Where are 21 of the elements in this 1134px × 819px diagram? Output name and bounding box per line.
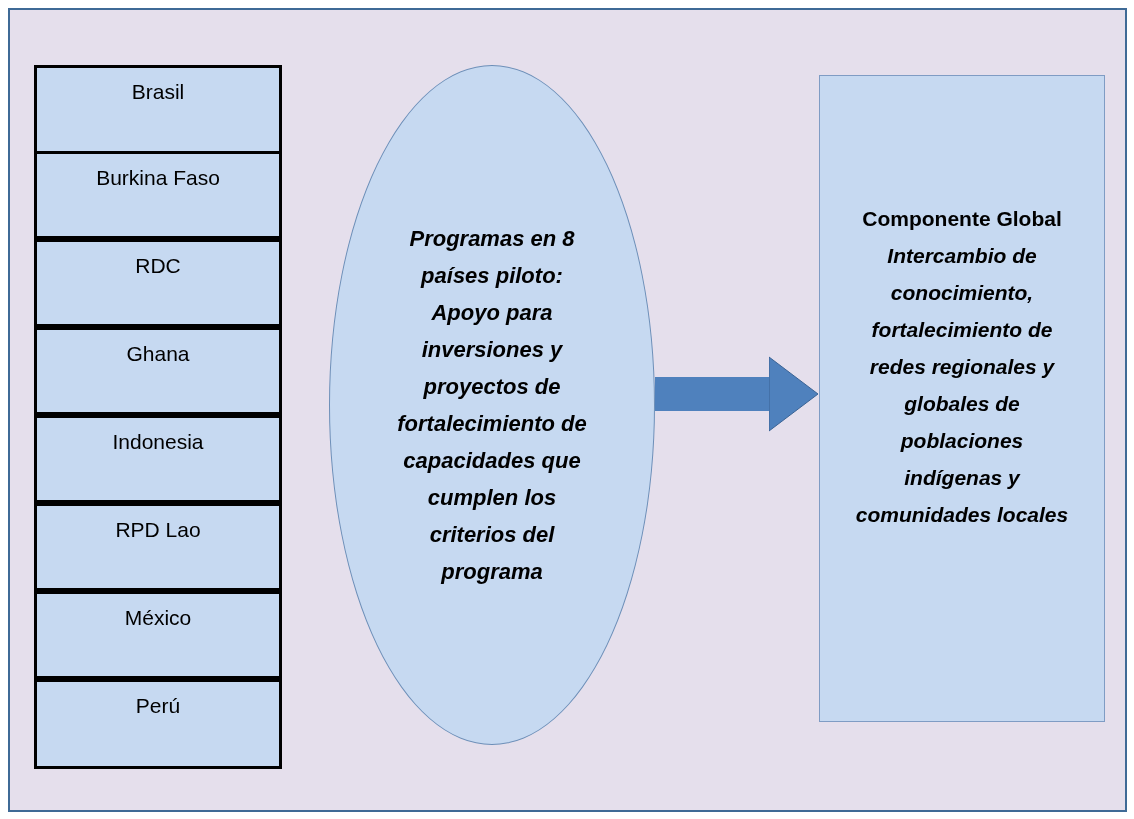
- country-name: Ghana: [126, 341, 190, 367]
- country-cell: [34, 415, 282, 503]
- ellipse-text: Programas en 8 países piloto: Apoyo para inversiones y proyectos de fortalecimiento de capacidades que cumplen los criterios del programa: [396, 225, 588, 586]
- block-arrow: [655, 356, 819, 432]
- country-cell: [34, 591, 282, 679]
- country-cell: [34, 239, 282, 327]
- country-cell: [34, 151, 282, 239]
- box-body: Intercambio de conocimiento, fortalecimiento de redes regionales y globales de poblaciones indígenas y comunidades locales: [854, 243, 1070, 528]
- country-name: Brasil: [131, 79, 185, 105]
- country-cell: [34, 65, 282, 154]
- component-box: [819, 75, 1105, 722]
- country-name: Burkina Faso: [96, 165, 220, 191]
- box-heading: Componente Global: [862, 206, 1062, 232]
- country-name: Indonesia: [112, 429, 204, 455]
- country-name: Perú: [135, 693, 181, 719]
- country-cell: [34, 679, 282, 769]
- country-cell: [34, 327, 282, 415]
- country-cell: [34, 503, 282, 591]
- country-name: RPD Lao: [115, 517, 201, 543]
- country-name: RDC: [135, 253, 181, 279]
- country-name: México: [124, 605, 192, 631]
